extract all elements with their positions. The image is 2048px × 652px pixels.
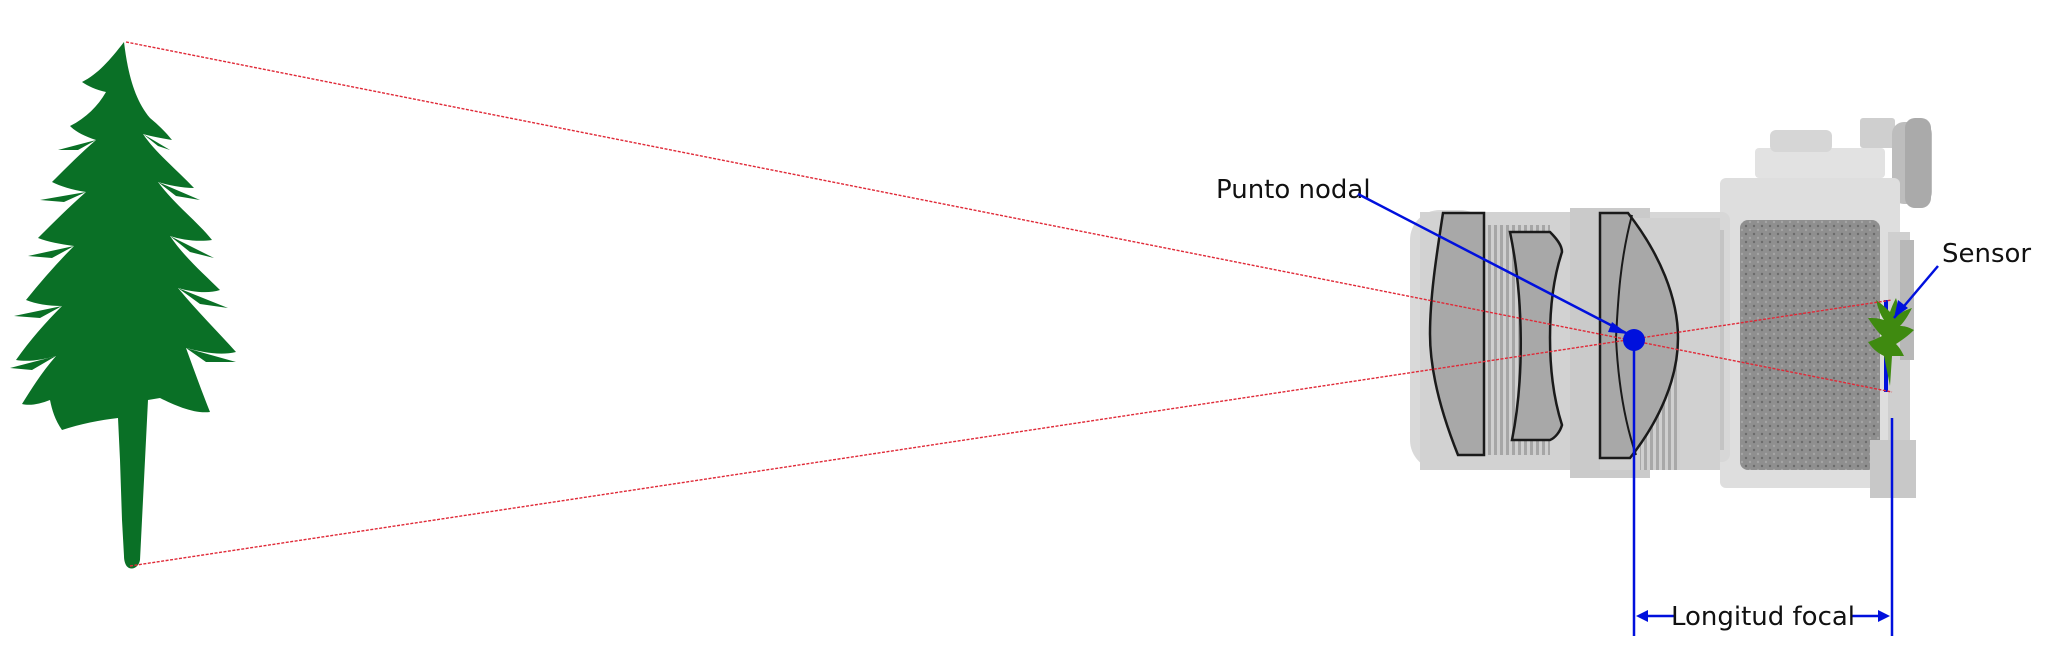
tree-icon	[10, 42, 236, 569]
focal-length-dimension: Longitud focal	[1632, 348, 1894, 636]
sensor-label-group: Sensor	[1893, 239, 2031, 319]
nodal-point-label-group: Punto nodal	[1216, 175, 1629, 336]
small-tree-icon	[1868, 298, 1914, 386]
nodal-point-label: Punto nodal	[1216, 175, 1371, 205]
sensor-label: Sensor	[1942, 239, 2031, 269]
focal-length-label: Longitud focal	[1671, 602, 1855, 632]
camera-icon: 5.6 8 11 16	[1410, 118, 1932, 498]
light-rays	[125, 41, 1893, 567]
nodal-point-marker	[1623, 329, 1645, 351]
nodal-point-pointer	[1357, 192, 1629, 336]
ray-top	[125, 41, 1893, 393]
